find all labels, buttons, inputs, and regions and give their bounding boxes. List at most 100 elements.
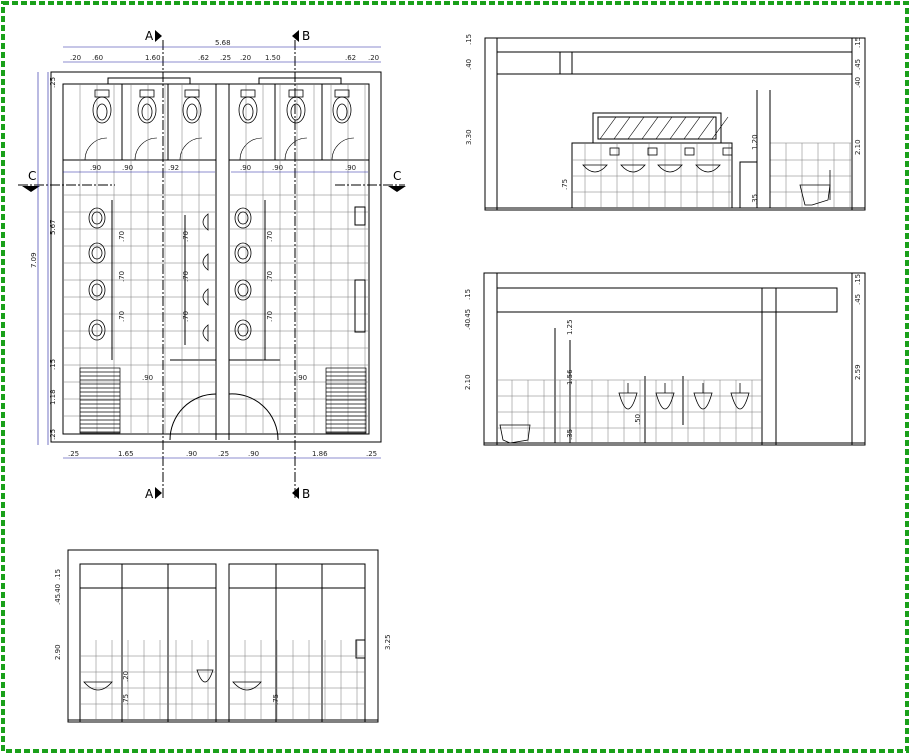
dim-row: .70: [118, 311, 126, 322]
dim-right: 2.59: [854, 364, 862, 380]
dim-top: .25: [220, 54, 231, 62]
dim-left: 1.18: [49, 389, 57, 405]
section-marker-b-top: B: [292, 29, 310, 43]
dim-small: .75: [272, 694, 280, 705]
sink: [88, 279, 106, 301]
dim-left: .40: [54, 584, 62, 595]
sink: [234, 207, 252, 229]
dim-small: 1.56: [566, 369, 574, 385]
section-marker-a-bottom: A: [145, 487, 162, 501]
urinal: [730, 392, 750, 410]
dim-door: .90: [296, 374, 307, 382]
toilet: [137, 96, 157, 124]
urinal: [196, 669, 214, 683]
toilet: [238, 96, 258, 124]
dim-left: .25: [49, 429, 57, 440]
toilet: [182, 96, 202, 124]
sink: [582, 164, 608, 173]
sink: [88, 319, 106, 341]
section-label: A: [145, 29, 154, 43]
sink: [695, 164, 721, 173]
section-label: C: [28, 169, 36, 183]
dim-top: 1.60: [145, 54, 161, 62]
toilet: [799, 184, 831, 206]
section-marker-a-top: A: [145, 29, 162, 43]
sink: [657, 164, 683, 173]
dim-top: .20: [70, 54, 81, 62]
dim-top: .60: [92, 54, 103, 62]
sink: [83, 681, 113, 691]
section-label: B: [302, 29, 310, 43]
urinal: [655, 392, 675, 410]
dim-top: .20: [240, 54, 251, 62]
dim-row: .70: [266, 231, 274, 242]
dim-small: 1.25: [566, 319, 574, 335]
elevation-a: [67, 549, 379, 723]
dim-partition: .90: [272, 164, 283, 172]
dim-top: .62: [198, 54, 209, 62]
dim-door: .90: [142, 374, 153, 382]
dim-top: .62: [345, 54, 356, 62]
section-label: B: [302, 487, 310, 501]
section-marker-b-bottom: B: [292, 487, 310, 501]
plan-fixtures: [88, 89, 352, 342]
dim-bottom: .25: [68, 450, 79, 458]
dim-left: .25: [49, 77, 57, 88]
dim-right: 2.10: [854, 139, 862, 155]
toilet: [92, 96, 112, 124]
dim-right: 3.25: [384, 634, 392, 650]
dim-row: .70: [266, 271, 274, 282]
sink: [234, 279, 252, 301]
urinal: [202, 288, 209, 306]
dim-top-total: 5.68: [215, 39, 231, 47]
dim-bottom: .25: [366, 450, 377, 458]
dim-row: .70: [118, 231, 126, 242]
dim-partition: .90: [345, 164, 356, 172]
dim-small: .75: [561, 179, 569, 190]
dim-partition: .90: [90, 164, 101, 172]
dim-top: .20: [368, 54, 379, 62]
dim-right: .15: [854, 37, 862, 48]
dim-row: .70: [182, 271, 190, 282]
dim-left: .45: [54, 594, 62, 605]
dim-bottom: 1.86: [312, 450, 328, 458]
sink: [88, 242, 106, 264]
dim-left: .45: [464, 309, 472, 320]
dim-right: .45: [854, 294, 862, 305]
sink: [234, 319, 252, 341]
urinal: [202, 213, 209, 231]
sink: [620, 164, 646, 173]
dim-left: .15: [54, 569, 62, 580]
dim-row: .70: [266, 311, 274, 322]
sink: [232, 681, 262, 691]
urinal: [693, 392, 713, 410]
sink: [234, 242, 252, 264]
dim-left-total: 7.09: [30, 252, 38, 268]
section-label: A: [145, 487, 154, 501]
section-marker-c-right: C: [388, 169, 406, 192]
dim-left: .40: [464, 319, 472, 330]
urinal: [618, 392, 638, 410]
dim-small: .35: [751, 194, 759, 205]
elevation-c: [483, 272, 866, 446]
elevation-b: [484, 37, 866, 211]
dim-left: 2.10: [464, 374, 472, 390]
sink: [88, 207, 106, 229]
dim-row: .70: [182, 231, 190, 242]
dim-small: 1.20: [751, 134, 759, 150]
dim-small: .20: [122, 671, 130, 682]
dim-small: .75: [122, 694, 130, 705]
elevation-a-fixtures: [83, 669, 262, 691]
dim-left: .15: [49, 359, 57, 370]
dim-row: .70: [118, 271, 126, 282]
dim-bottom: .25: [218, 450, 229, 458]
toilet: [286, 96, 306, 124]
dim-top: 1.50: [265, 54, 281, 62]
dim-bottom: .90: [186, 450, 197, 458]
dim-bottom: .90: [248, 450, 259, 458]
dim-left: .15: [464, 289, 472, 300]
dim-left: .40: [465, 59, 473, 70]
dim-right: .45: [854, 59, 862, 70]
floor-plan: [18, 40, 405, 500]
